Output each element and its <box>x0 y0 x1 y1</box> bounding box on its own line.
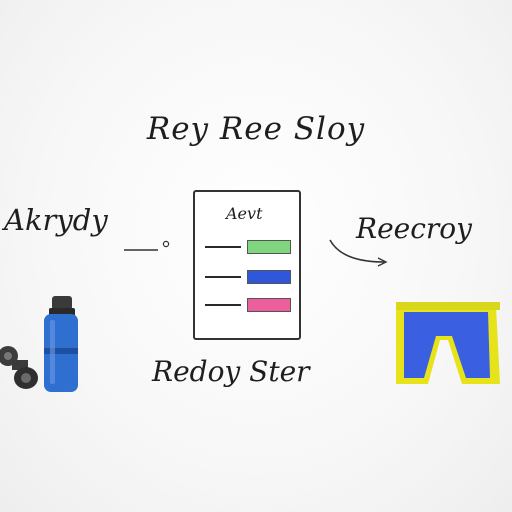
left-connector <box>124 240 170 251</box>
checklist-row <box>205 298 293 312</box>
diagram-title: Rey Ree Sloy <box>146 111 366 147</box>
dumbbell-icon <box>0 346 38 389</box>
row-bar-blue <box>247 270 291 284</box>
shorts-icon <box>396 302 500 384</box>
label-left: Akrydy <box>4 203 108 237</box>
row-bar-pink <box>247 298 291 312</box>
checklist-card <box>193 190 301 340</box>
label-bottom: Redoy Ster <box>152 355 310 388</box>
row-line <box>205 246 241 248</box>
water-bottle-icon <box>44 296 78 392</box>
card-heading: Aevt <box>226 204 263 223</box>
checklist-row <box>205 240 293 254</box>
right-connector-arrow <box>329 239 388 267</box>
label-right: Reecroy <box>356 212 472 245</box>
row-bar-green <box>247 240 291 254</box>
row-line <box>205 276 241 278</box>
checklist-row <box>205 270 293 284</box>
row-line <box>205 304 241 306</box>
